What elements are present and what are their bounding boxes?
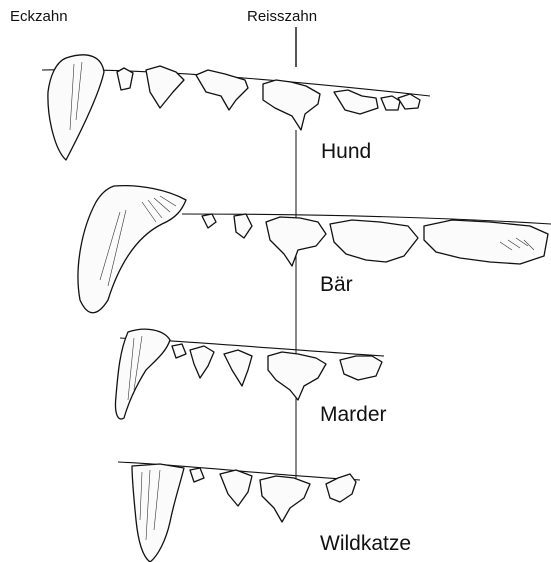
- marten-tooth-row: [115, 329, 384, 419]
- bear-canine: [78, 186, 186, 313]
- marten-premolar-3: [224, 350, 252, 386]
- marten-molar: [340, 356, 382, 380]
- dog-premolar-3: [196, 70, 248, 110]
- bear-molar-2: [424, 220, 548, 264]
- dog-premolar-1: [117, 68, 133, 90]
- wildcat-carnassial: [260, 476, 310, 522]
- marten-premolar-2: [190, 346, 214, 378]
- wildcat-canine: [132, 464, 184, 562]
- bear-molar-1: [330, 220, 418, 262]
- dog-premolar-2: [146, 66, 184, 108]
- dog-tooth-row: [42, 55, 430, 160]
- marten-carnassial: [268, 352, 326, 400]
- marten-canine: [115, 329, 170, 419]
- dog-carnassial: [263, 80, 320, 130]
- dog-molar-2: [381, 96, 400, 110]
- bear-tooth-row: [78, 186, 551, 313]
- wildcat-premolar-2: [220, 470, 252, 506]
- dog-canine: [48, 55, 104, 160]
- wildcat-tooth-row: [118, 462, 360, 562]
- bear-premolar-2: [234, 214, 252, 238]
- dog-molar-1: [334, 90, 378, 114]
- dog-molar-3: [398, 94, 420, 109]
- bear-premolar-1: [202, 214, 216, 228]
- marten-premolar-1: [172, 344, 186, 358]
- wildcat-premolar-1: [190, 468, 204, 482]
